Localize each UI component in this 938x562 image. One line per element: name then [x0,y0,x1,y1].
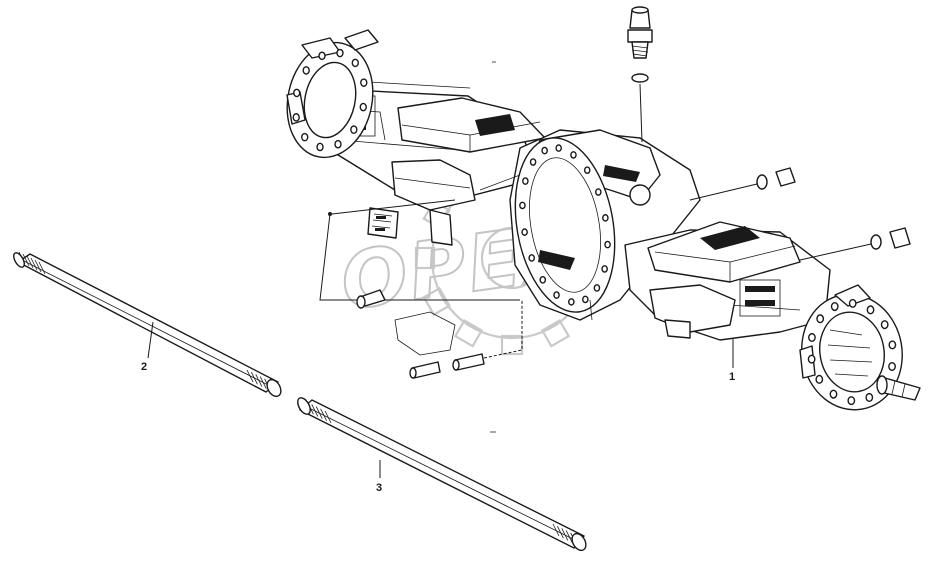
bolt-hole [301,132,309,142]
dowel-pins [409,300,523,379]
bolt-hole [816,314,825,324]
callout-label-3: 3 [376,482,382,494]
spline-line [320,408,327,421]
bolt-hole [519,201,526,210]
bolt-hole [595,188,602,196]
gear-tooth [500,334,524,356]
bolt-hole [316,142,324,152]
spline-line [22,253,30,267]
bolt-hole [815,374,824,384]
gear-tooth [453,319,484,348]
bolt-hole [334,139,342,149]
spline-line [311,404,319,417]
spline-line [30,257,38,271]
bolt-hole [602,214,609,222]
bolt-hole [880,320,889,330]
bolt-hole [522,177,529,185]
bolt-hole [866,305,875,315]
bolt-hole [847,396,856,406]
drain-plug-lower [799,227,911,261]
bolt-hole [541,146,548,155]
small-bolt [356,289,386,309]
bolt-hole [848,298,857,308]
spline-line [324,410,332,424]
bolt-hole [528,254,535,262]
spline-line [565,530,573,543]
bolt-hole [830,301,839,312]
bolt-hole [292,113,300,122]
spline-line [259,376,267,389]
differential-carrier [479,129,701,321]
spline-line [251,372,258,385]
bolt-hole [293,88,301,98]
bolt-hole [521,228,528,236]
spline-line [34,259,42,273]
axle-shaft-3 [297,397,587,552]
gear-tooth [414,246,436,270]
bolt-hole [568,298,575,306]
bolt-hole [360,78,368,87]
nameplate [319,199,520,301]
spline-line [315,406,323,419]
bolt-hole [888,340,897,350]
bolt-hole [583,166,591,174]
callout-2: 2 [141,321,154,373]
spline-line [255,374,263,387]
axle-shaft-2 [13,251,282,398]
callout-3: 3 [376,460,382,494]
left-wheel-flange [286,29,379,159]
drain-plug-upper [689,167,796,201]
spline-line [38,261,46,275]
bolt-hole [807,354,816,364]
callout-label-1: 1 [729,371,735,383]
bolt-hole [350,125,358,134]
spline-line [561,528,569,541]
spline-line [246,369,254,383]
gear-tooth [540,319,571,348]
bolt-hole [582,295,589,304]
breather-fitting [627,6,653,143]
bolt-hole [593,284,601,292]
bolt-hole [302,66,310,75]
bolt-hole [888,361,896,372]
bolt-hole [318,51,326,61]
bolt-hole [553,291,560,299]
gear-tooth [422,286,451,317]
callout-1: 1 [729,338,735,383]
spline-line [552,523,560,537]
bolt-hole [570,151,577,159]
bolt-hole [351,58,359,68]
bolt-hole [529,158,537,166]
bolt-hole [601,265,608,273]
bolt-hole [829,389,838,399]
callout-label-2: 2 [141,361,147,373]
bolt-hole [555,144,562,152]
spline-line [557,526,564,539]
bolt-hole [336,48,344,58]
bolt-hole [808,332,816,343]
bolt-hole [359,102,367,112]
spline-line [26,255,34,269]
bolt-hole [539,276,547,284]
bolt-hole [865,392,874,403]
bolt-hole [604,240,611,249]
axle-housing [286,29,921,411]
